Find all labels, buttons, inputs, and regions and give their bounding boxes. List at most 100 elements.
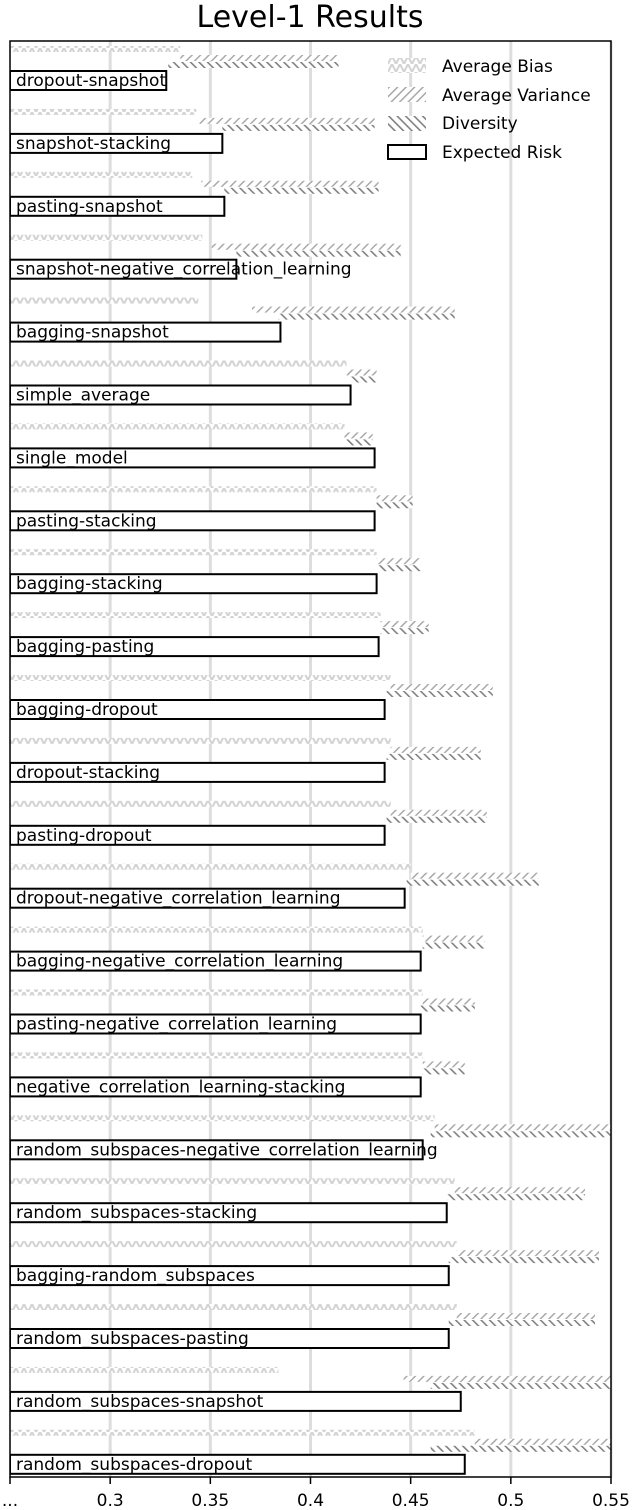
diversity-bar [168,62,339,68]
bias-bar [10,46,181,52]
risk-bar [10,1076,422,1098]
diversity-bar [236,250,401,257]
category-label: single_model [16,448,128,468]
variance-bar [454,1187,585,1194]
category-label: bagging-random_subspaces [16,1266,255,1286]
chart-title: Level-1 Results [197,0,424,35]
variance-bar [199,117,375,124]
x-tick-label: 0.5 [497,1491,524,1510]
variance-bar [422,1061,465,1068]
variance-bar [180,55,339,61]
legend-label-bias: Average Bias [442,57,553,77]
category-group [10,926,485,972]
diversity-bar [224,187,379,194]
legend-swatch-variance [388,87,426,102]
variance-bar [410,872,539,879]
category-group [10,989,475,1035]
x-tick-label: ... [2,1491,18,1510]
x-tick-label: 0.35 [191,1491,229,1510]
bias-bar [10,360,347,367]
diversity-bar [446,1194,585,1201]
category-label: pasting-negative_correlation_learning [16,1015,337,1035]
risk-bar [10,887,406,909]
variance-bar [211,243,401,250]
bias-bar [10,800,391,807]
category-group [10,549,421,595]
category-label: dropout-snapshot [16,71,166,91]
bias-bar [10,737,391,744]
category-label: dropout-stacking [16,763,160,783]
variance-bar [456,1250,599,1257]
bias-bar [10,423,345,430]
diversity-bar [430,1382,611,1389]
x-tick-label: 0.4 [297,1491,324,1510]
variance-bar [422,935,485,942]
bias-bar [10,863,411,870]
category-group [10,297,455,343]
category-group [10,108,375,154]
diversity-bar [222,124,375,131]
category-group [10,737,481,783]
category-label: random_subspaces-snapshot [16,1392,264,1412]
bias-bar [10,1052,423,1059]
risk-bar [10,70,168,91]
category-group [10,1052,465,1098]
diversity-bar [448,1257,599,1264]
risk-bar [10,824,386,846]
variance-bar [390,684,493,690]
diversity-bar [422,1068,465,1075]
diversity-bar [386,753,481,760]
bias-bar [10,171,193,178]
risk-bar [10,573,378,595]
category-label: bagging-pasting [16,637,154,657]
bias-bar [10,989,423,996]
risk-bar [10,636,380,658]
risk-bar [10,384,352,406]
category-label: pasting-dropout [16,826,152,846]
bias-bar [10,108,197,115]
category-group [10,612,429,658]
category-group [10,360,377,406]
diversity-bar [378,565,421,572]
risk-bar [10,1453,466,1475]
variance-bar [201,180,379,187]
category-group [10,1115,611,1161]
variance-bar [403,1375,611,1382]
diversity-bar [380,628,429,635]
category-group [10,1429,611,1475]
category-group [10,46,339,91]
bias-bar [10,1115,435,1122]
bias-bar [10,1429,475,1436]
bias-bar [10,297,199,304]
category-label: random_subspaces-dropout [16,1455,252,1475]
category-group [10,1304,595,1349]
legend-label-variance: Average Variance [442,86,591,106]
bias-bar [10,926,423,933]
category-group [10,171,379,217]
risk-bar [10,950,422,972]
category-label: random_subspaces-negative_correlation_le… [16,1140,438,1160]
legend-swatch-diversity [388,116,426,131]
legend-label-risk: Expected Risk [442,143,562,163]
diversity-bar [346,439,373,446]
category-label: simple_average [16,386,150,406]
bias-bar [10,234,203,241]
bias-bar [10,549,377,556]
legend-swatch-bias [388,58,426,73]
bias-bar [10,1366,279,1373]
bias-bar [10,1304,457,1310]
risk-bar [10,510,376,532]
variance-bar [456,1313,595,1319]
risk-bar [10,1328,450,1349]
x-tick-label: 0.55 [592,1491,630,1510]
category-label: random_subspaces-stacking [16,1203,257,1223]
risk-bar [10,1013,422,1035]
bias-bar [10,1178,455,1185]
legend-swatch-risk [387,144,427,160]
bars [10,46,611,1475]
diversity-bar [420,1005,475,1012]
variance-bar [434,1124,611,1131]
risk-bar [10,321,282,343]
variance-bar [380,621,429,628]
